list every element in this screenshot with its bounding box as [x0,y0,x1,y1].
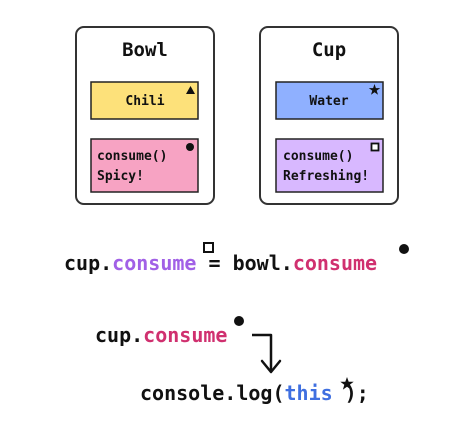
arrowhead-icon [260,359,282,374]
circle-marker-icon [186,143,194,151]
cup-title: Cup [312,39,346,61]
log-prefix: console.log( [140,381,285,405]
circle-marker-icon [399,244,409,254]
console-log-statement: console.log(this); [140,381,369,405]
bowl-value-card [90,81,199,120]
cup-method-output: Refreshing! [283,169,369,184]
bowl-object: Bowl Chili consume() Spicy! [75,26,215,205]
star-marker-icon [368,84,381,95]
bowl-method-signature: consume() [97,149,167,164]
method-call: cup.consume [95,323,227,347]
square-marker-icon [370,142,380,152]
square-marker-icon [203,242,214,253]
bowl-method-output: Spicy! [97,169,144,184]
call-object: cup. [95,323,143,347]
assignment-right-object: bowl. [233,251,293,275]
assignment-operator: = [196,251,232,275]
bowl-title: Bowl [122,39,168,61]
assignment-right-property: consume [293,251,377,275]
assignment-left-property: consume [112,251,196,275]
call-property: consume [143,323,227,347]
cup-object: Cup Water consume() Refreshing! [259,26,399,205]
cup-method-signature: consume() [283,149,353,164]
bowl-method-card [90,138,199,193]
cup-value-card [275,81,384,120]
cup-value-label: Water [309,94,348,109]
assignment-statement: cup.consume = bowl.consume [64,251,377,275]
flow-arrow-icon [252,333,273,370]
circle-marker-icon [234,316,244,326]
bowl-value-label: Chili [125,94,164,109]
triangle-marker-icon [186,86,195,94]
this-keyword: this [285,381,333,405]
star-marker-icon [340,377,354,390]
cup-method-card [275,138,384,193]
assignment-left-object: cup. [64,251,112,275]
